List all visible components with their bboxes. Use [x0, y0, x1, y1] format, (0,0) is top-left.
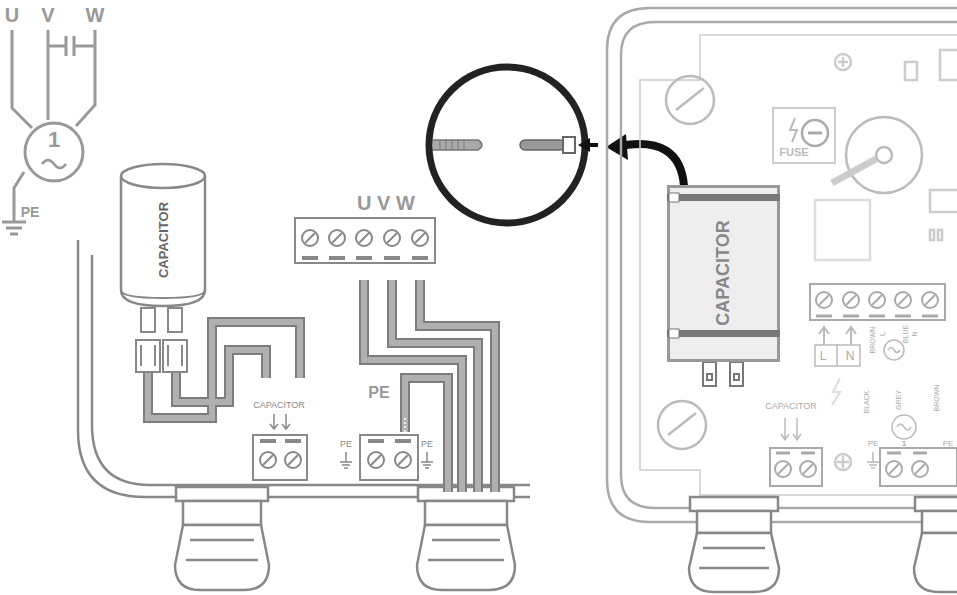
earth-label: PE — [868, 440, 879, 448]
motor-symbol: 1 — [22, 120, 86, 184]
capacitor-tab — [703, 362, 743, 386]
terminal-screw — [260, 230, 428, 468]
phase-label: V — [41, 5, 54, 25]
terminal-block — [770, 284, 957, 486]
terminal-screw — [775, 292, 938, 477]
earth-label: PE — [368, 385, 389, 401]
capacitor-cylinder: CAPACITOR — [118, 162, 208, 308]
phase-label: U V W — [357, 193, 415, 213]
phase-label: U — [5, 5, 19, 25]
fuse-holder — [773, 108, 835, 163]
line-label: L — [879, 332, 886, 336]
wire-color: BROWN — [933, 385, 940, 412]
wire-color: BLACK — [863, 391, 870, 414]
cable-gland — [175, 487, 515, 590]
earth-label: PE — [943, 440, 954, 448]
wire-color: BROWN — [869, 327, 876, 354]
terminal-label: CAPACITOR — [765, 402, 817, 411]
node-label: 1 — [48, 129, 60, 151]
wire-color: GREY — [895, 390, 902, 410]
capacitor-box: CAPACITOR — [667, 185, 780, 362]
terminal-slot — [260, 258, 428, 441]
motor-schematic — [2, 30, 95, 234]
wire-color: BLUE — [902, 325, 909, 343]
junction-box-right — [607, 8, 957, 522]
terminal-slot — [776, 316, 938, 453]
terminal-symbol — [270, 414, 433, 468]
node-label: CAPACITOR — [157, 202, 170, 278]
cable-gland — [689, 497, 957, 592]
earth-label: PE — [340, 440, 352, 449]
magnifier-detail — [429, 67, 684, 223]
terminal-block — [253, 218, 435, 480]
line-label: N — [846, 350, 855, 362]
fuse-label: FUSE — [779, 147, 808, 158]
line-label: L — [820, 350, 827, 362]
spade-connector — [136, 308, 187, 372]
node-label: CAPACITOR — [714, 220, 732, 325]
phase-label: W — [86, 5, 105, 25]
terminal-label: CAPACITOR — [253, 401, 305, 410]
terminal-symbol — [781, 327, 916, 468]
motor-label: 1 — [902, 440, 906, 448]
line-label: N — [911, 331, 918, 336]
earth-label: PE — [421, 440, 433, 449]
earth-label: PE — [21, 205, 40, 219]
potentiometer — [832, 117, 922, 193]
